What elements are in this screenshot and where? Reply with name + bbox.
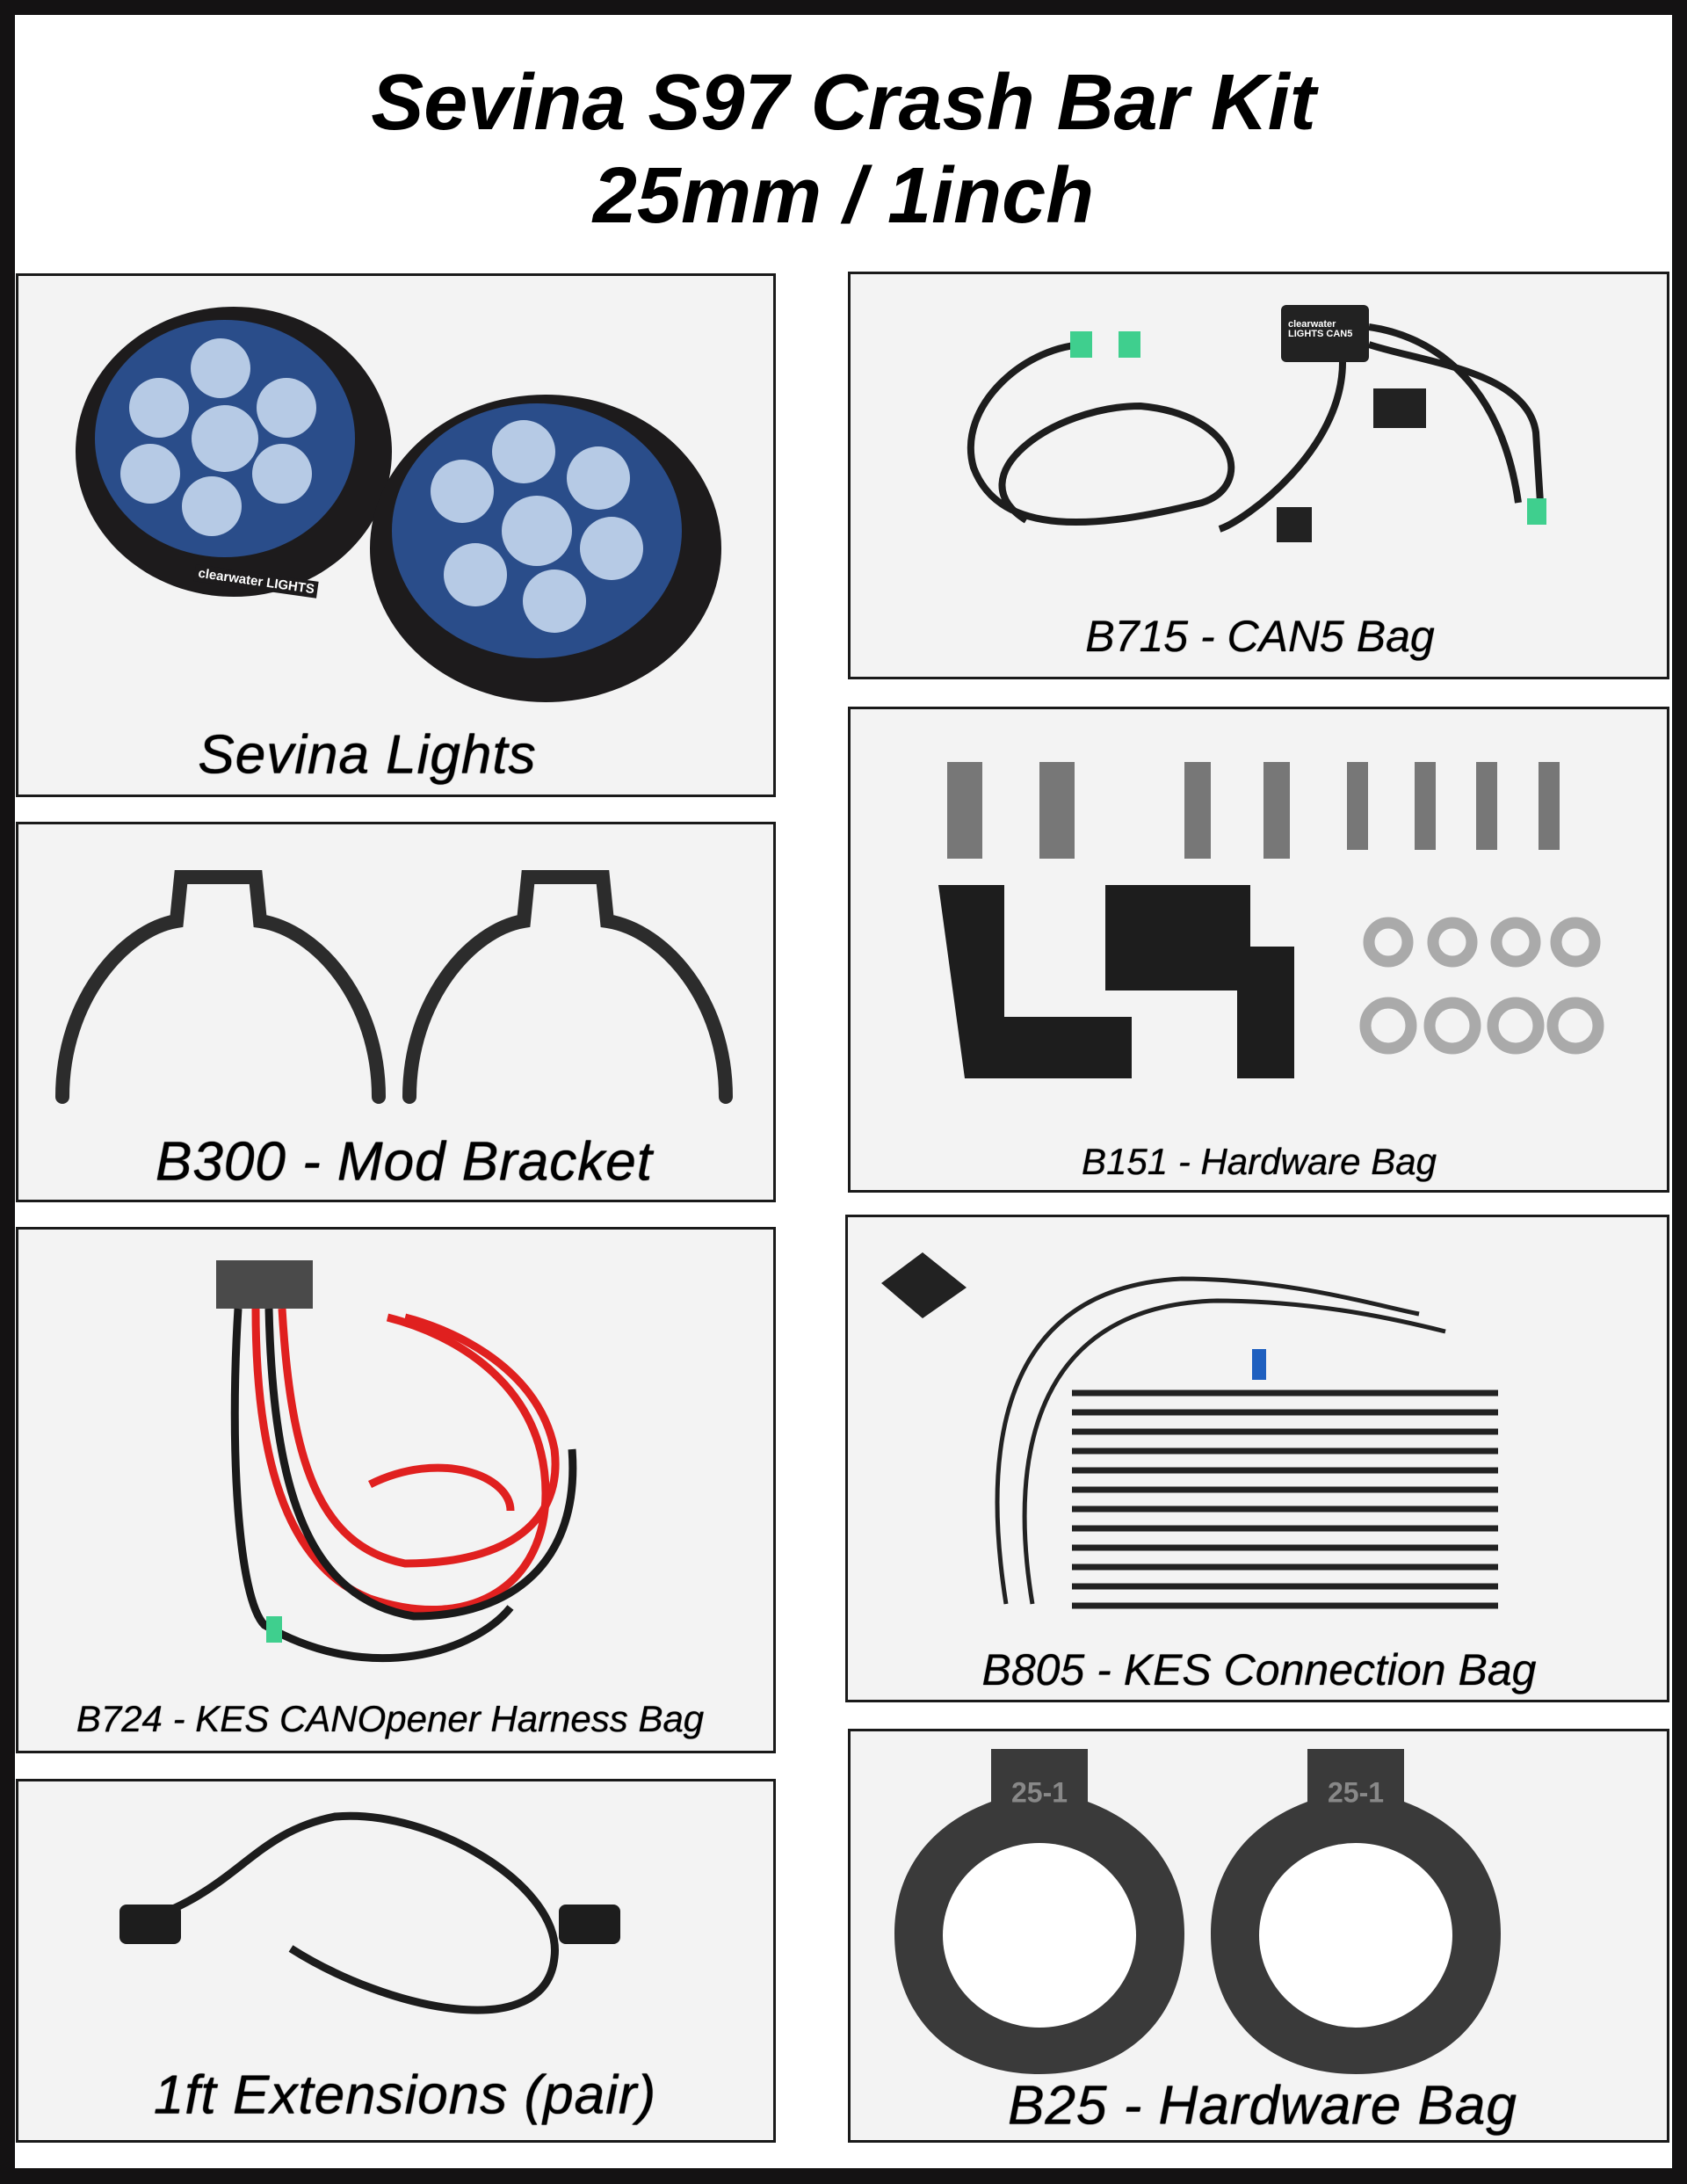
item-label: B724 - KES CANOpener Harness Bag [76, 1698, 705, 1739]
item-label: B300 - Mod Bracket [156, 1131, 653, 1193]
panel-b724: B724 - KES CANOpener Harness Bag [16, 1227, 776, 1753]
clamp-stamp: 25-1 [1010, 1776, 1068, 1809]
sevina-lights-image [76, 307, 721, 702]
zip-ties [1072, 1389, 1498, 1609]
panel-b300: B300 - Mod Bracket [16, 822, 776, 1202]
extension-cable-image [119, 1811, 620, 2014]
hardware-image [938, 762, 1604, 1078]
panel-extensions: 1ft Extensions (pair) [16, 1779, 776, 2143]
panel-b715: clearwater LIGHTS CAN5 B715 - CAN5 Bag [848, 272, 1669, 679]
page-title: Sevina S97 Crash Bar Kit [371, 59, 1316, 147]
kes-connection-image [881, 1252, 1498, 1609]
item-label: Sevina Lights [198, 724, 537, 786]
can5-brand-logo: clearwater LIGHTS CAN5 [1285, 318, 1369, 341]
item-label: B151 - Hardware Bag [1082, 1141, 1437, 1182]
item-label: B715 - CAN5 Bag [1085, 612, 1435, 661]
item-label: B805 - KES Connection Bag [981, 1645, 1537, 1694]
clamp-stamp: 25-1 [1327, 1776, 1385, 1809]
mod-bracket-image [55, 870, 733, 1104]
page-subtitle: 25mm / 1inch [592, 152, 1095, 240]
clamp-image [894, 1749, 1501, 2074]
panel-b151: B151 - Hardware Bag [848, 707, 1669, 1193]
panel-b805: B805 - KES Connection Bag [845, 1215, 1669, 1702]
panel-sevina-lights: clearwater LIGHTS Sevina Lights [16, 273, 776, 797]
panel-b25: 25-1 25-1 B25 - Hardware Bag [848, 1729, 1669, 2143]
item-label: B25 - Hardware Bag [1008, 2075, 1517, 2137]
harness-image [216, 1260, 577, 1663]
item-label: 1ft Extensions (pair) [153, 2064, 657, 2126]
